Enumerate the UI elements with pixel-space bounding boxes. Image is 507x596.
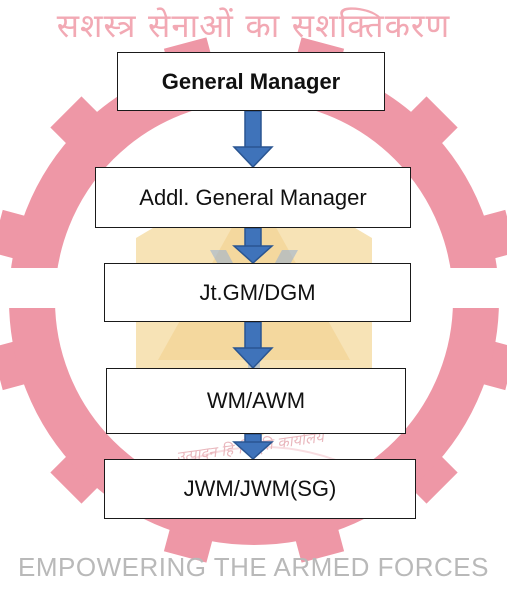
header-hindi-text: सशस्त्र सेनाओं का सशक्तिकरण: [56, 6, 451, 45]
node-general-manager: General Manager: [117, 52, 385, 111]
arrow-down-icon: [232, 321, 274, 370]
arrow-down-icon: [232, 433, 274, 461]
gear-tooth: [50, 96, 106, 152]
gear-tooth: [402, 448, 458, 504]
gear-tooth: [50, 448, 106, 504]
node-jt-gm-dgm: Jt.GM/DGM: [104, 263, 411, 322]
node-label: Jt.GM/DGM: [199, 279, 316, 305]
gear-gap-left: [0, 268, 60, 308]
node-label: JWM/JWM(SG): [183, 476, 337, 501]
node-addl-general-manager: Addl. General Manager: [95, 167, 411, 228]
node-label: Addl. General Manager: [139, 184, 367, 210]
arrow-down-icon: [232, 110, 274, 169]
gear-gap-right: [448, 268, 507, 308]
arrow-down-icon: [232, 227, 274, 265]
node-label: WM/AWM: [206, 388, 306, 413]
node-label: General Manager: [161, 68, 341, 94]
footer-slogan: EMPOWERING THE ARMED FORCES: [18, 552, 489, 582]
gear-tooth: [402, 96, 458, 152]
node-jwm-jwm-sg: JWM/JWM(SG): [104, 459, 416, 519]
node-wm-awm: WM/AWM: [106, 368, 406, 434]
